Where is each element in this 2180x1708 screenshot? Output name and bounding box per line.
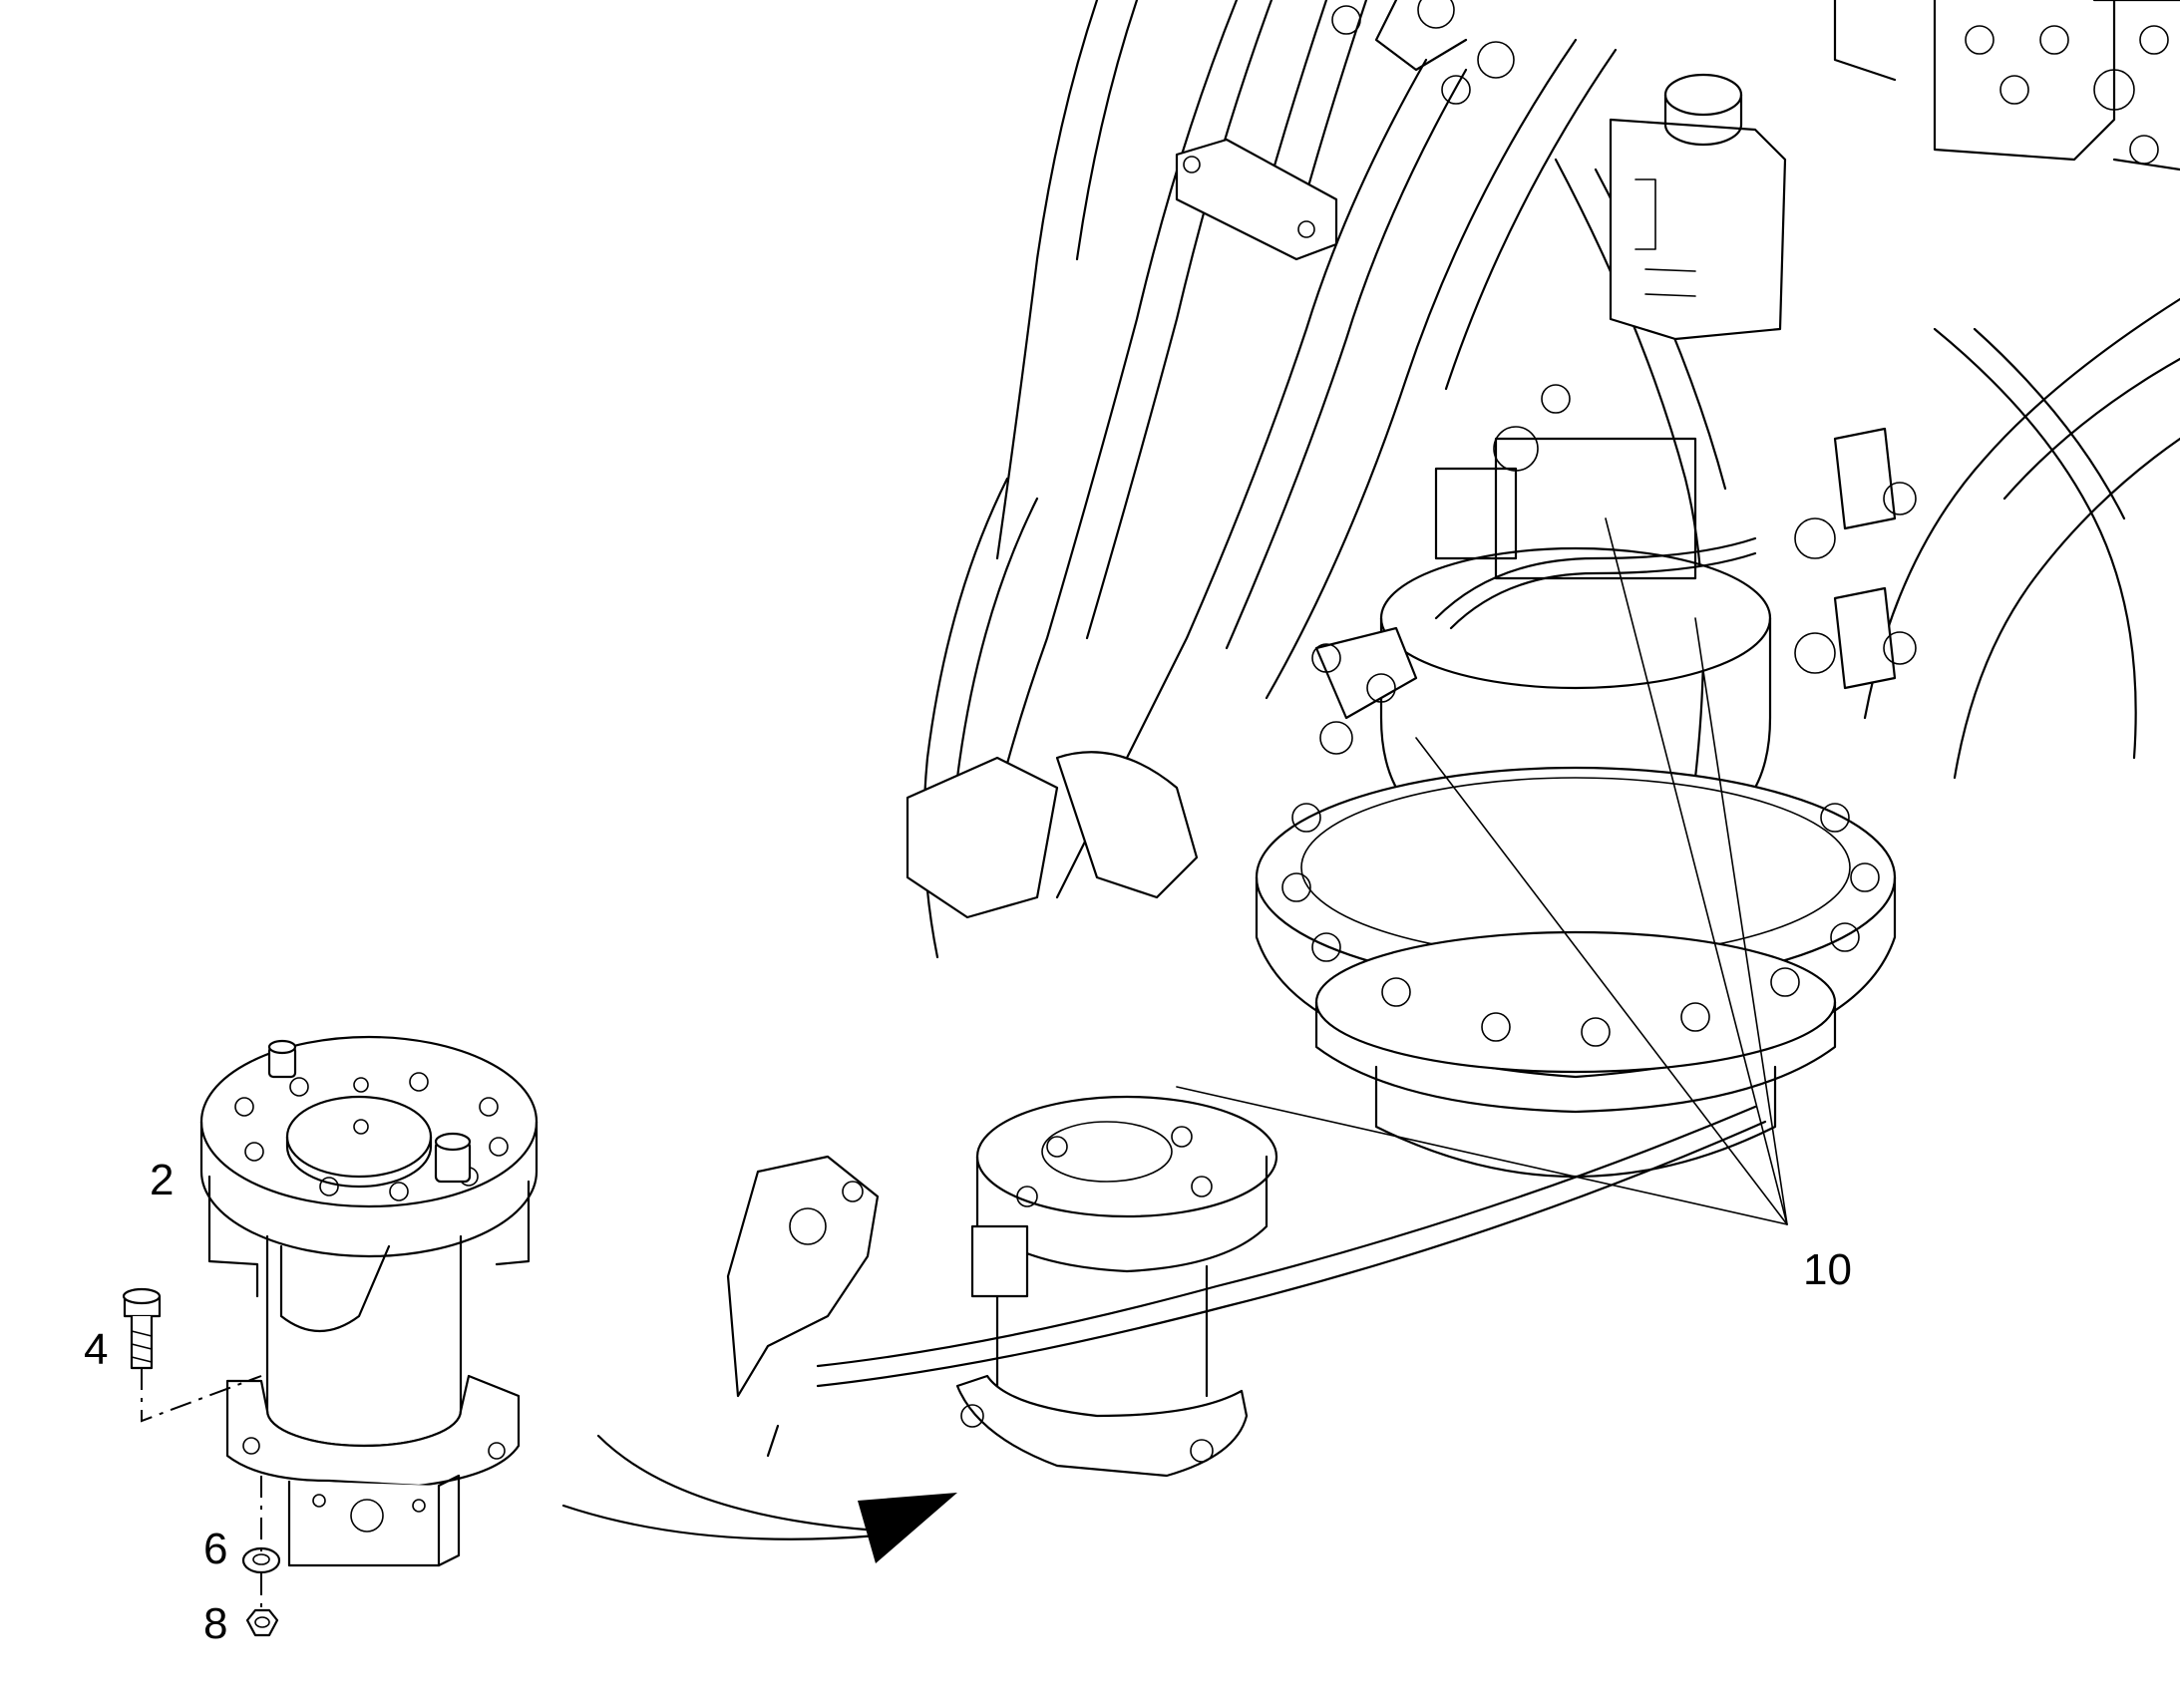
callout-8: 8 <box>203 1599 227 1648</box>
swing-motor <box>1255 384 1897 1179</box>
callout-2: 2 <box>150 1156 174 1204</box>
hose-manifold <box>906 626 1418 919</box>
callout-4: 4 <box>84 1325 108 1374</box>
machine-assembly <box>726 0 2180 1478</box>
right-fittings <box>1434 427 1917 690</box>
swivel-joint-part[interactable] <box>199 1035 539 1567</box>
control-valve <box>1331 0 2180 171</box>
assembly-centerlines <box>141 1368 262 1610</box>
hose-clamp <box>1175 138 1338 261</box>
callout-10-leaders <box>1176 517 1788 1225</box>
left-hose-fitting <box>726 1105 1767 1458</box>
installed-swivel-joint <box>955 1095 1278 1478</box>
installation-arrow <box>561 1434 957 1563</box>
washer-part[interactable] <box>241 1546 281 1574</box>
callout-6: 6 <box>203 1525 227 1573</box>
callout-10: 10 <box>1803 1245 1852 1294</box>
bolt-part[interactable] <box>122 1287 162 1370</box>
reservoir-tank <box>1609 73 1787 341</box>
nut-part[interactable] <box>245 1608 279 1637</box>
